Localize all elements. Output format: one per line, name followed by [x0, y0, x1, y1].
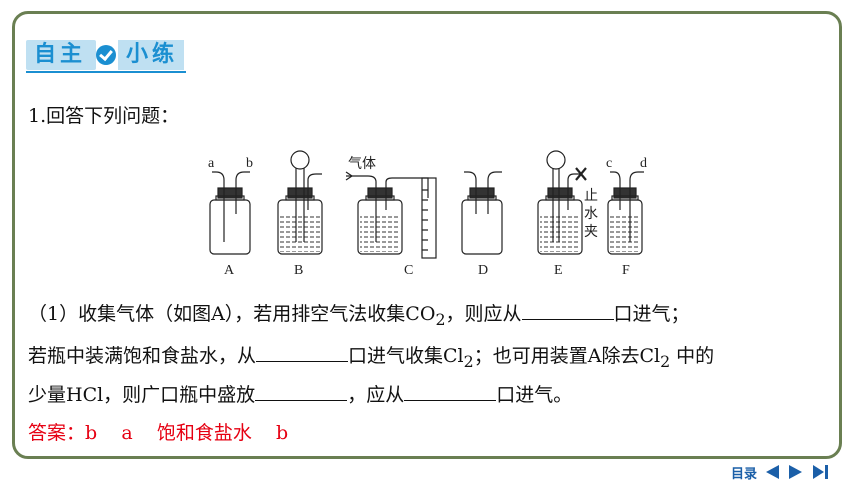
label-e: E: [554, 263, 563, 278]
gas-label: 气体: [348, 156, 376, 172]
check-icon: [96, 45, 116, 65]
tube-a-label: a: [208, 156, 215, 171]
label-d: D: [478, 263, 488, 278]
clip-char-2: 水: [584, 206, 598, 222]
last-icon[interactable]: [811, 464, 831, 480]
bottle-b: B: [277, 150, 323, 278]
badge-right-text: 小练: [126, 42, 179, 67]
bottle-d: D: [461, 171, 503, 278]
label-f: F: [622, 263, 630, 278]
tube-b-label: b: [246, 156, 253, 171]
badge-left-text: 自主: [34, 42, 87, 67]
label-c: C: [404, 263, 413, 278]
label-a: A: [224, 263, 235, 278]
question-title: 1.回答下列问题：: [28, 105, 180, 127]
tube-c-label: c: [606, 156, 612, 171]
content-frame: [12, 11, 842, 459]
toc-button[interactable]: 目录: [731, 466, 758, 482]
bottle-a: a b A: [208, 156, 253, 278]
label-b: B: [294, 263, 303, 278]
answer-blank-1[interactable]: [521, 299, 614, 320]
answer-line: 答案：b a 饱和食盐水 b: [28, 422, 289, 444]
bottle-c: 气体 C: [345, 156, 437, 278]
section-badge: 自主 小练: [26, 38, 188, 73]
question-line-3: 少量HCl，则广口瓶中盛放，应从口进气。: [28, 380, 828, 408]
answer-blank-2[interactable]: [256, 341, 349, 362]
clip-char-3: 夹: [584, 224, 598, 240]
question-line-1: （1）收集气体（如图A），若用排空气法收集CO2，则应从口进气；: [28, 299, 828, 333]
answer-label: 答案：: [28, 422, 86, 444]
answer-blank-3[interactable]: [255, 380, 348, 401]
nav-bar: 目录: [731, 463, 831, 482]
bottle-f: c d F: [606, 156, 647, 278]
bottle-e: E 止 水 夹: [537, 150, 598, 278]
clip-char-1: 止: [584, 188, 598, 204]
question-line-2: 若瓶中装满饱和食盐水，从口进气收集Cl2；也可用装置A除去Cl2 中的: [28, 341, 828, 375]
prev-icon[interactable]: [763, 464, 781, 480]
tube-d-label: d: [640, 156, 647, 171]
next-icon[interactable]: [787, 464, 805, 480]
apparatus-figure: a b A B 气体 C D: [208, 150, 647, 278]
answer-blank-4[interactable]: [404, 380, 497, 401]
